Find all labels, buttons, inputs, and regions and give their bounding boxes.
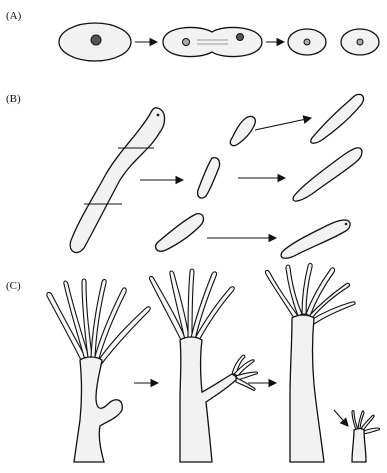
panel-c-hydra-1-tentacles: [47, 279, 150, 366]
panel-c-hydra-budding: [47, 263, 380, 462]
panel-b-regenerated-worm-1: [311, 94, 364, 143]
panel-a-daughter-cell-2: [341, 29, 379, 55]
panel-b-worm-regeneration: [70, 94, 363, 258]
panel-b-fragment-tail: [156, 214, 204, 252]
panel-b-regenerated-worm-2: [293, 148, 362, 201]
panel-a-daughter-cell-1: [288, 29, 326, 55]
panel-a-dividing-cell: [163, 27, 262, 56]
panel-c-new-hydra-body: [352, 429, 366, 463]
panel-c-hydra-2: [149, 269, 257, 462]
panel-b-arrow-1: [255, 118, 311, 130]
panel-c-hydra-2-body: [180, 337, 238, 462]
panel-a-parent-cell: [59, 23, 131, 61]
panel-b-regenerated-worm-3: [281, 220, 350, 258]
panel-b-fragment-head: [230, 116, 255, 145]
panel-c-arrow-3: [334, 410, 348, 426]
panel-c-hydra-2-tentacles: [149, 269, 234, 342]
panel-b-fragment-middle: [198, 158, 220, 198]
panel-c-hydra-3-body: [290, 315, 324, 462]
panel-c-new-hydra: [352, 411, 380, 463]
panel-c-hydra-2-bud: [232, 355, 258, 390]
panel-c-hydra-1: [47, 279, 150, 462]
panel-a-cell-division: [59, 23, 379, 61]
panel-c-hydra-1-body: [74, 357, 122, 462]
panel-c-hydra-3: [265, 263, 355, 462]
panel-c-hydra-3-tentacles: [265, 263, 355, 324]
